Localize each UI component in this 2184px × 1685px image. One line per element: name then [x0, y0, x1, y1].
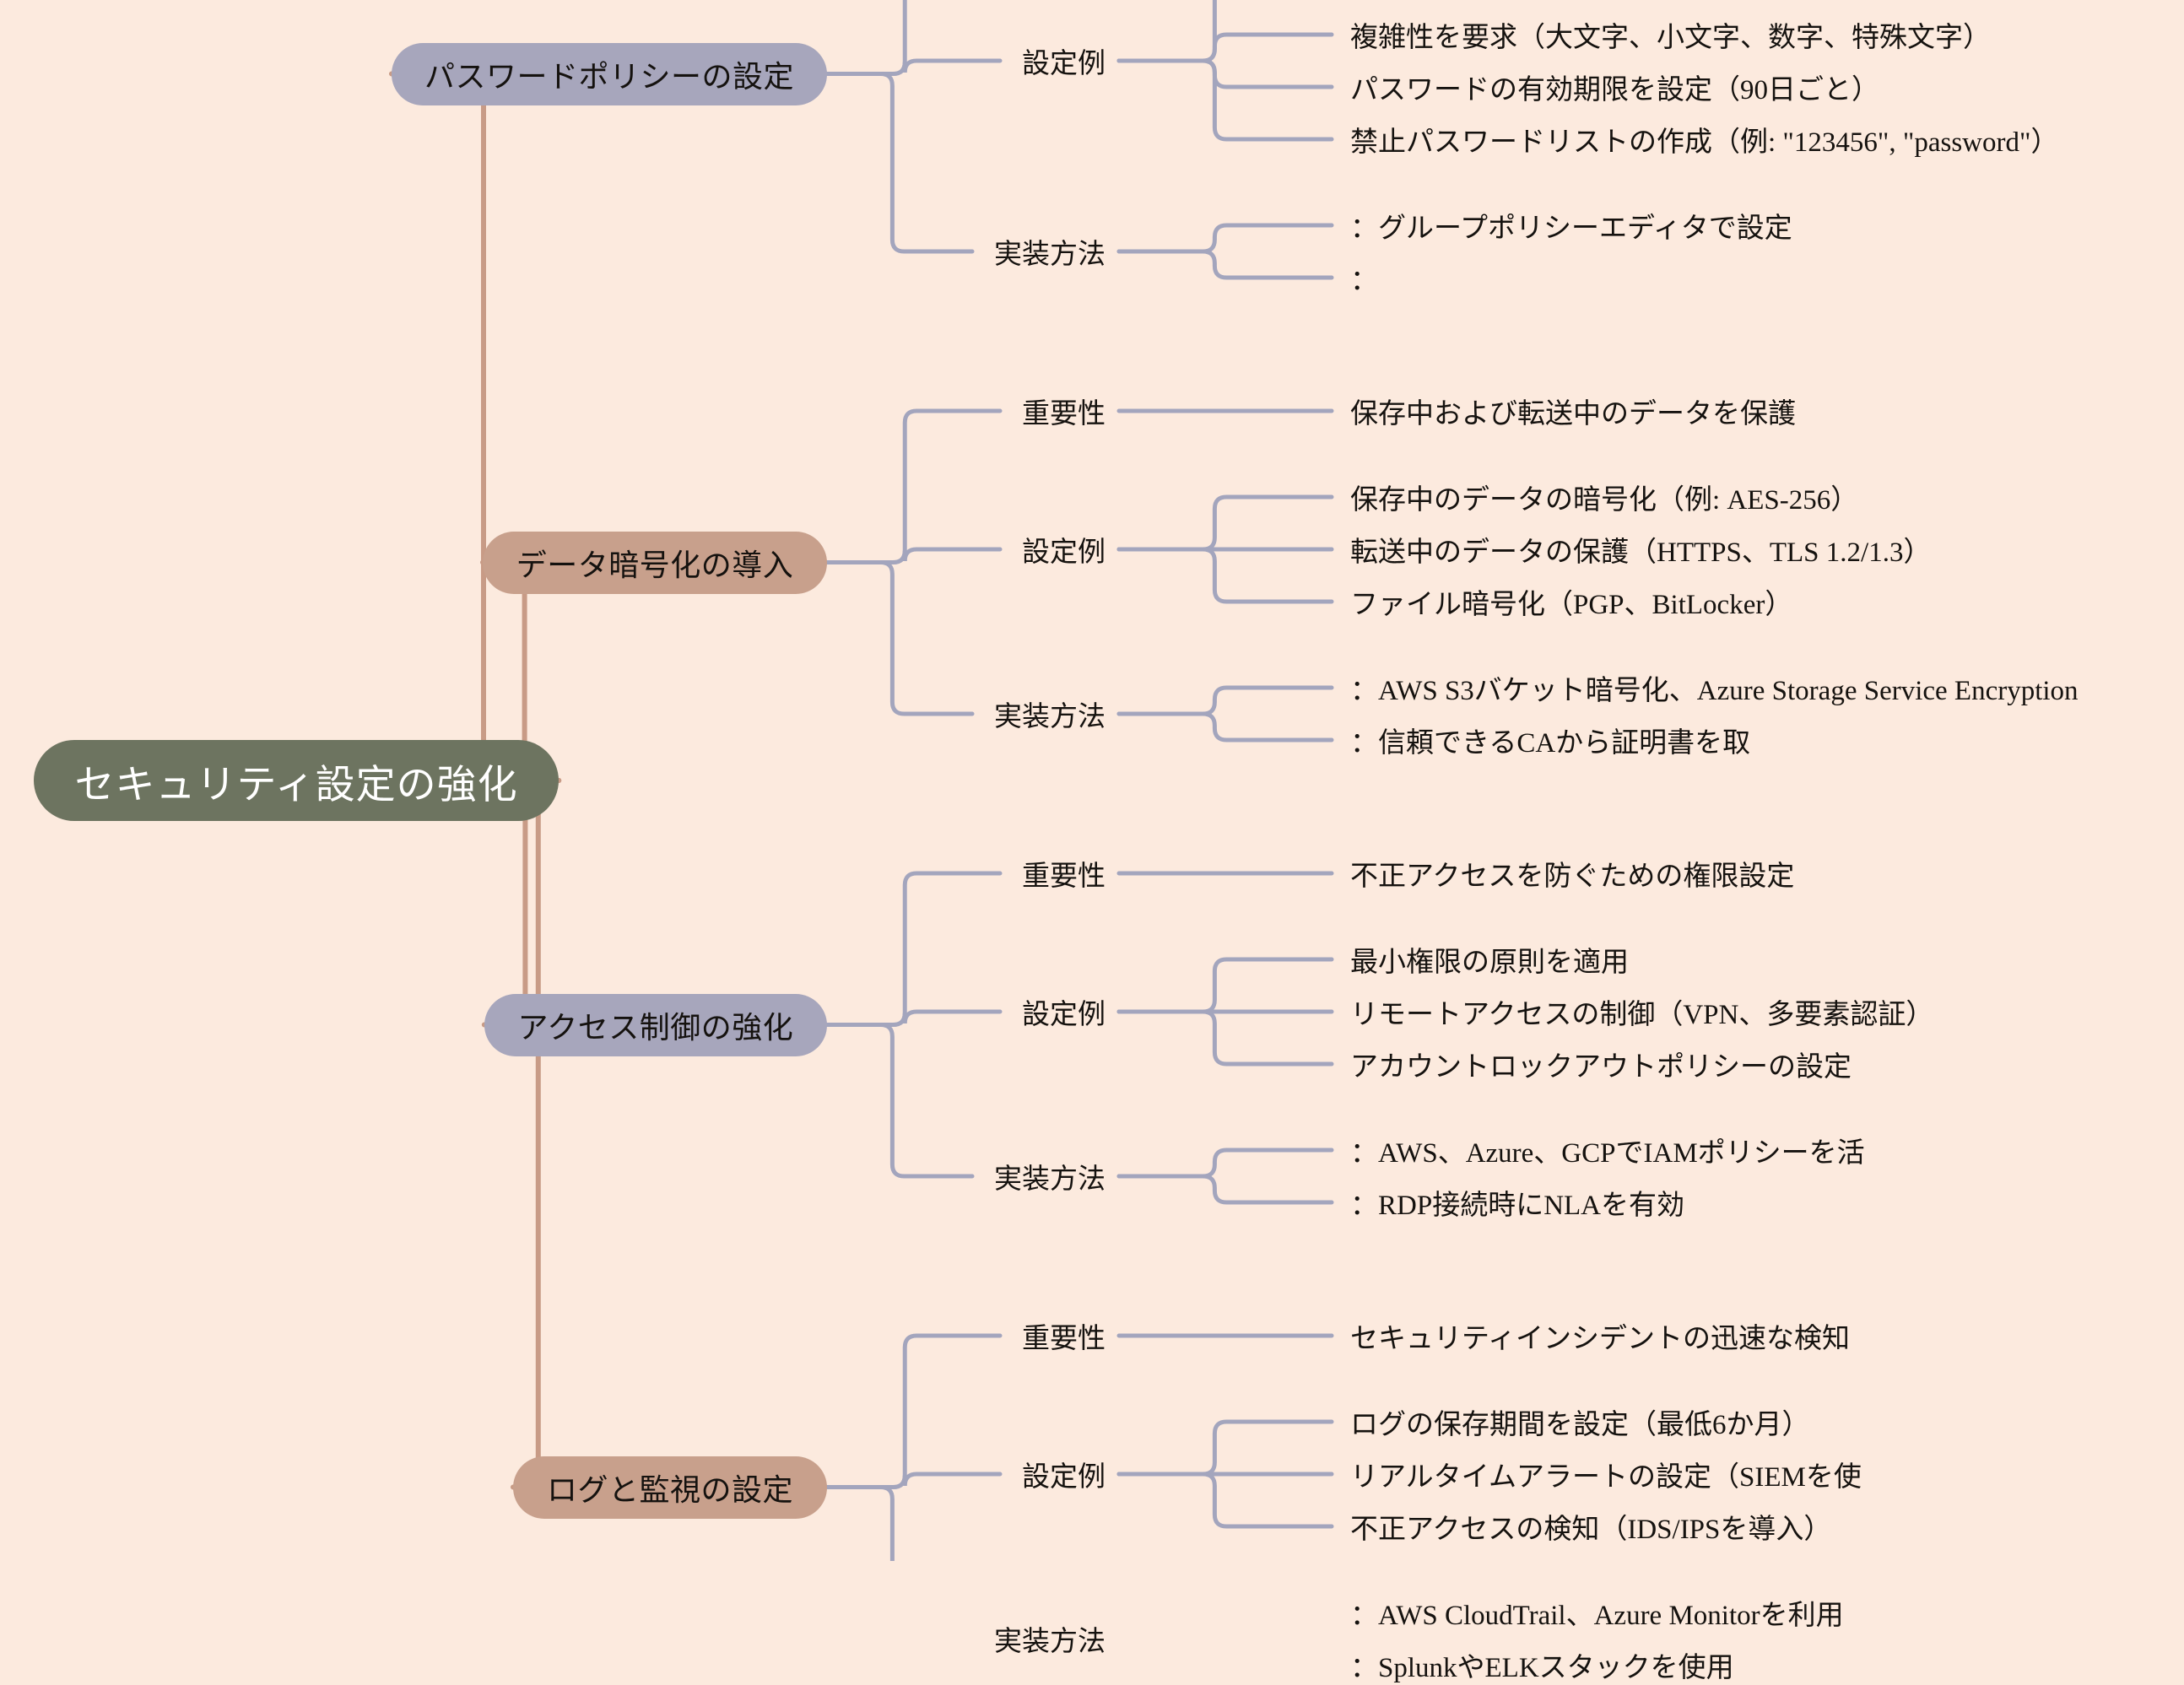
leaf-label[interactable]: 転送中のデータの保護（HTTPS、TLS 1.2/1.3）: [1350, 537, 1932, 568]
sub-label[interactable]: 重要性: [1022, 861, 1106, 892]
sub-label[interactable]: 重要性: [1022, 399, 1106, 429]
branch-node-3[interactable]: アクセス制御の強化: [484, 993, 827, 1056]
sub-label[interactable]: 設定例: [1022, 537, 1106, 568]
sub-label[interactable]: 設定例: [1022, 49, 1106, 79]
branch-node-1[interactable]: パスワードポリシーの設定: [391, 42, 827, 105]
sub-label[interactable]: 実装方法: [994, 1164, 1106, 1195]
leaf-label[interactable]: セキュリティインシデントの迅速な検知: [1350, 1324, 1851, 1354]
branch-node-4[interactable]: ログと監視の設定: [512, 1455, 827, 1519]
leaf-label[interactable]: 保存中のデータの暗号化（例: AES-256）: [1350, 485, 1859, 516]
leaf-label[interactable]: 複雑性を要求（大文字、小文字、数字、特殊文字）: [1350, 23, 1991, 53]
branch-node-label: アクセス制御の強化: [517, 1010, 794, 1045]
leaf-label[interactable]: リアルタイムアラートの設定（SIEMを使: [1350, 1462, 1862, 1493]
leaf-label[interactable]: ファイル暗号化（PGP、BitLocker）: [1350, 590, 1793, 620]
leaf-label[interactable]: 禁止パスワードリストの作成（例: "123456", "password"）: [1350, 127, 2059, 158]
sub-label[interactable]: 重要性: [1022, 1324, 1106, 1354]
leaf-label[interactable]: リモートアクセスの制御（VPN、多要素認証）: [1350, 1000, 1934, 1030]
leaf-label[interactable]: ：RDP接続時にNLAを有効: [1350, 1191, 1685, 1221]
leaf-label[interactable]: 最小権限の原則を適用: [1350, 948, 1629, 978]
leaf-label[interactable]: アカウントロックアウトポリシーの設定: [1350, 1052, 1852, 1083]
leaf-label[interactable]: 不正アクセスを防ぐための権限設定: [1350, 861, 1795, 892]
leaf-label[interactable]: ：AWS CloudTrail、Azure Monitorを利用: [1350, 1601, 1844, 1631]
sub-label[interactable]: 実装方法: [994, 702, 1106, 732]
leaf-label[interactable]: ログの保存期間を設定（最低6か月）: [1350, 1410, 1810, 1440]
sub-label[interactable]: 設定例: [1022, 1000, 1106, 1030]
leaf-label[interactable]: ：信頼できるCAから証明書を取: [1350, 728, 1751, 759]
leaf-label[interactable]: ：SplunkやELKスタックを使用: [1350, 1653, 1734, 1683]
leaf-label[interactable]: ：AWS、Azure、GCPでIAMポリシーを活: [1350, 1138, 1865, 1169]
branch-node-label: データ暗号化の導入: [516, 548, 794, 582]
sub-label[interactable]: 設定例: [1022, 1462, 1106, 1493]
leaf-label[interactable]: 保存中および転送中のデータを保護: [1350, 399, 1796, 429]
sub-label[interactable]: 実装方法: [994, 1627, 1106, 1657]
root-node[interactable]: セキュリティ設定の強化: [34, 740, 560, 821]
mindmap-canvas: セキュリティ設定の強化パスワードポリシーの設定重要性不正アクセスを防ぐ最前線の防…: [34, 0, 2079, 1683]
branch-node-label: ログと監視の設定: [546, 1472, 793, 1507]
branch-node-2[interactable]: データ暗号化の導入: [482, 531, 827, 594]
leaf-label[interactable]: 最低文字数を設定（12文字以上）: [1350, 0, 1768, 3]
branch-node-label: パスワードポリシーの設定: [424, 59, 794, 94]
leaf-label[interactable]: パスワードの有効期限を設定（90日ごと）: [1350, 75, 1879, 105]
sub-label[interactable]: 実装方法: [994, 240, 1106, 270]
leaf-label[interactable]: ：AWS S3バケット暗号化、Azure Storage Service Enc…: [1350, 676, 2079, 706]
leaf-label[interactable]: ：グループポリシーエディタで設定: [1350, 213, 1792, 244]
leaf-label[interactable]: 不正アクセスの検知（IDS/IPSを導入）: [1350, 1515, 1832, 1545]
root-node-label: セキュリティ設定の強化: [74, 763, 518, 807]
leaf-label[interactable]: ：: [1350, 266, 1378, 296]
